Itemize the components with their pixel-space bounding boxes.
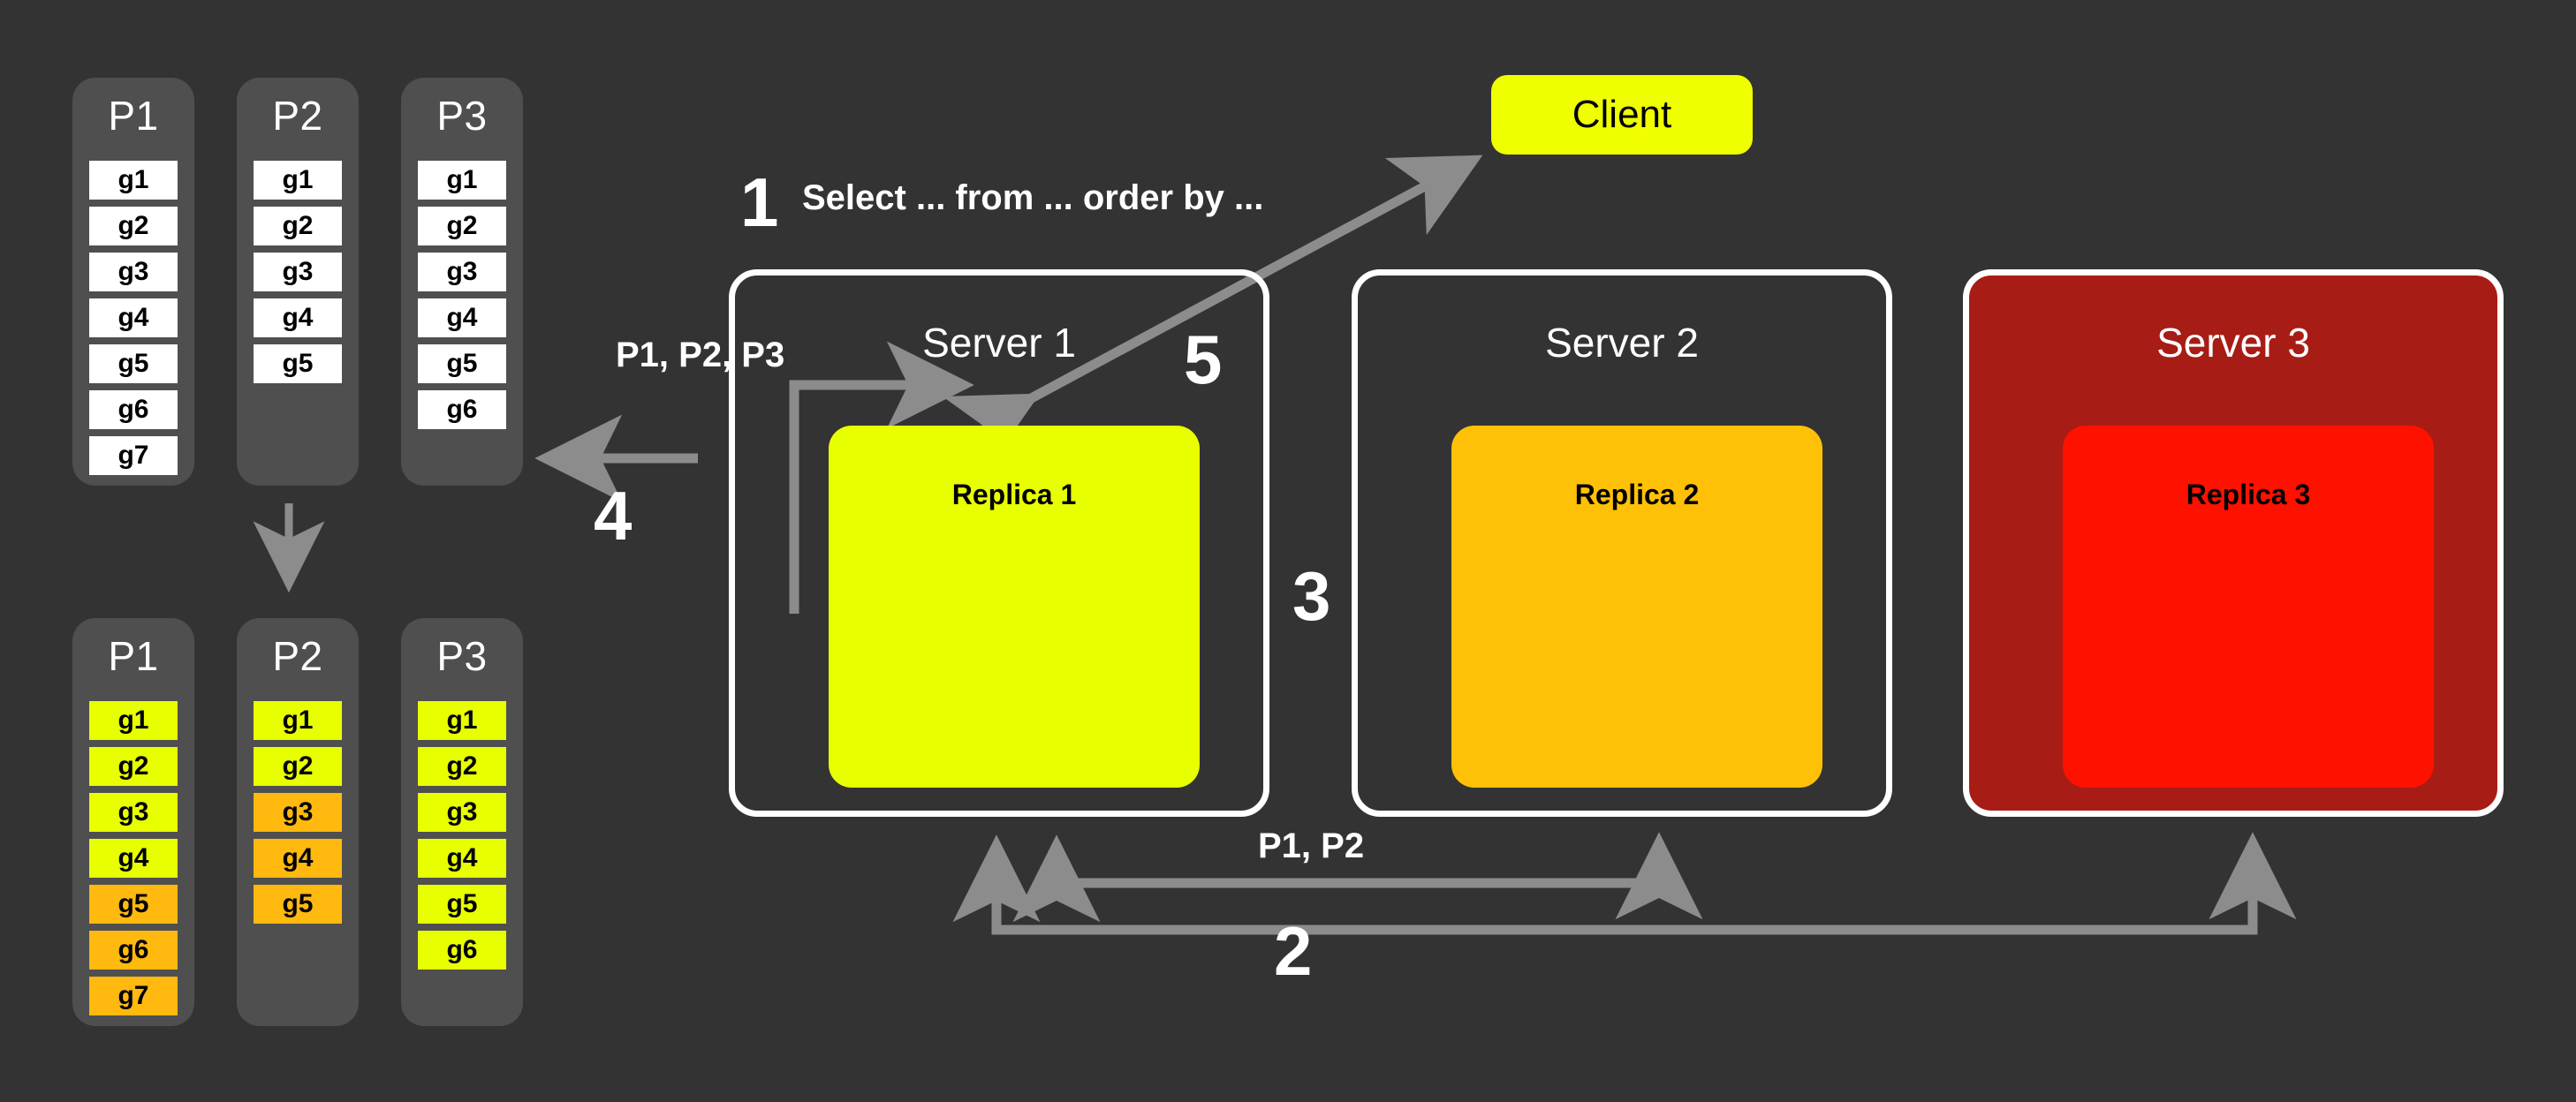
partition-cell: g3 bbox=[89, 253, 178, 291]
partition-cell: g5 bbox=[254, 885, 342, 924]
replica-label: Replica 2 bbox=[1574, 479, 1700, 510]
partition-cell: g1 bbox=[418, 701, 506, 740]
partition-cell: g1 bbox=[254, 701, 342, 740]
partition-cell: g2 bbox=[254, 207, 342, 245]
replica-2-box[interactable]: Replica 2 bbox=[1451, 426, 1822, 788]
partition-column-p1-after: P1 g1 g2 g3 g4 g5 g6 g7 bbox=[72, 618, 194, 1026]
partition-cell: g1 bbox=[418, 161, 506, 200]
partition-cell: g4 bbox=[89, 298, 178, 337]
server-title: Server 1 bbox=[922, 320, 1076, 366]
partition-column-p1-before: P1 g1 g2 g3 g4 g5 g6 g7 bbox=[72, 78, 194, 486]
label-p1-p2-p3: P1, P2, P3 bbox=[616, 336, 785, 374]
partition-cell: g7 bbox=[89, 436, 178, 475]
replica-label: Replica 1 bbox=[951, 479, 1077, 510]
partition-title: P2 bbox=[272, 93, 323, 139]
partition-cell: g6 bbox=[418, 931, 506, 970]
partition-cell: g2 bbox=[254, 747, 342, 786]
server-1-box[interactable]: Server 1 Replica 1 bbox=[729, 269, 1269, 817]
partition-title: P1 bbox=[108, 633, 159, 679]
partition-cell: g2 bbox=[418, 747, 506, 786]
partition-cell: g4 bbox=[418, 298, 506, 337]
step-1-number: 1 bbox=[740, 163, 779, 241]
server-title: Server 2 bbox=[1545, 320, 1699, 366]
partition-cell: g3 bbox=[254, 253, 342, 291]
partition-cell: g4 bbox=[254, 298, 342, 337]
server-title: Server 3 bbox=[2156, 320, 2310, 366]
step-3-number: 3 bbox=[1292, 557, 1331, 635]
label-bottom-p1-p2: P1, P2 bbox=[1258, 826, 1365, 865]
partition-cell: g4 bbox=[418, 839, 506, 878]
partition-cell: g3 bbox=[418, 793, 506, 832]
server-3-box[interactable]: Server 3 Replica 3 bbox=[1963, 269, 2504, 817]
partition-column-p3-after: P3 g1 g2 g3 g4 g5 g6 bbox=[401, 618, 523, 1026]
partition-cell: g5 bbox=[254, 344, 342, 383]
partition-cell: g5 bbox=[418, 344, 506, 383]
partition-cell: g2 bbox=[89, 207, 178, 245]
partition-cell: g3 bbox=[89, 793, 178, 832]
step-4-number: 4 bbox=[594, 477, 633, 555]
client-label: Client bbox=[1572, 93, 1672, 136]
partition-title: P3 bbox=[436, 633, 488, 679]
partition-cell: g4 bbox=[89, 839, 178, 878]
server-2-box[interactable]: Server 2 Replica 2 bbox=[1352, 269, 1892, 817]
partition-column-p3-before: P3 g1 g2 g3 g4 g5 g6 bbox=[401, 78, 523, 486]
step-2-number: 2 bbox=[1274, 912, 1313, 990]
partition-cell: g1 bbox=[89, 161, 178, 200]
partition-cell: g1 bbox=[254, 161, 342, 200]
partition-title: P3 bbox=[436, 93, 488, 139]
partition-cell: g6 bbox=[89, 931, 178, 970]
step-5-number: 5 bbox=[1184, 321, 1223, 398]
partition-cell: g3 bbox=[254, 793, 342, 832]
partition-cell: g5 bbox=[418, 885, 506, 924]
partition-title: P1 bbox=[108, 93, 159, 139]
partition-column-p2-after: P2 g1 g2 g3 g4 g5 bbox=[237, 618, 359, 1026]
partition-cell: g3 bbox=[418, 253, 506, 291]
partition-cell: g6 bbox=[89, 390, 178, 429]
partition-column-p2-before: P2 g1 g2 g3 g4 g5 bbox=[237, 78, 359, 486]
partition-cell: g5 bbox=[89, 344, 178, 383]
partition-cell: g4 bbox=[254, 839, 342, 878]
replica-1-box[interactable]: Replica 1 bbox=[829, 426, 1200, 788]
replica-label: Replica 3 bbox=[2186, 479, 2311, 510]
partition-cell: g1 bbox=[89, 701, 178, 740]
partition-title: P2 bbox=[272, 633, 323, 679]
arrow-bracket-server3-to-server1 bbox=[952, 832, 2297, 935]
client-box[interactable]: Client bbox=[1491, 75, 1753, 155]
partition-cell: g6 bbox=[418, 390, 506, 429]
partition-cell: g2 bbox=[89, 747, 178, 786]
partition-cell: g2 bbox=[418, 207, 506, 245]
step-1-text: Select ... from ... order by ... bbox=[802, 178, 1264, 217]
partition-cell: g5 bbox=[89, 885, 178, 924]
replica-3-box[interactable]: Replica 3 bbox=[2063, 426, 2434, 788]
partition-cell: g7 bbox=[89, 977, 178, 1015]
